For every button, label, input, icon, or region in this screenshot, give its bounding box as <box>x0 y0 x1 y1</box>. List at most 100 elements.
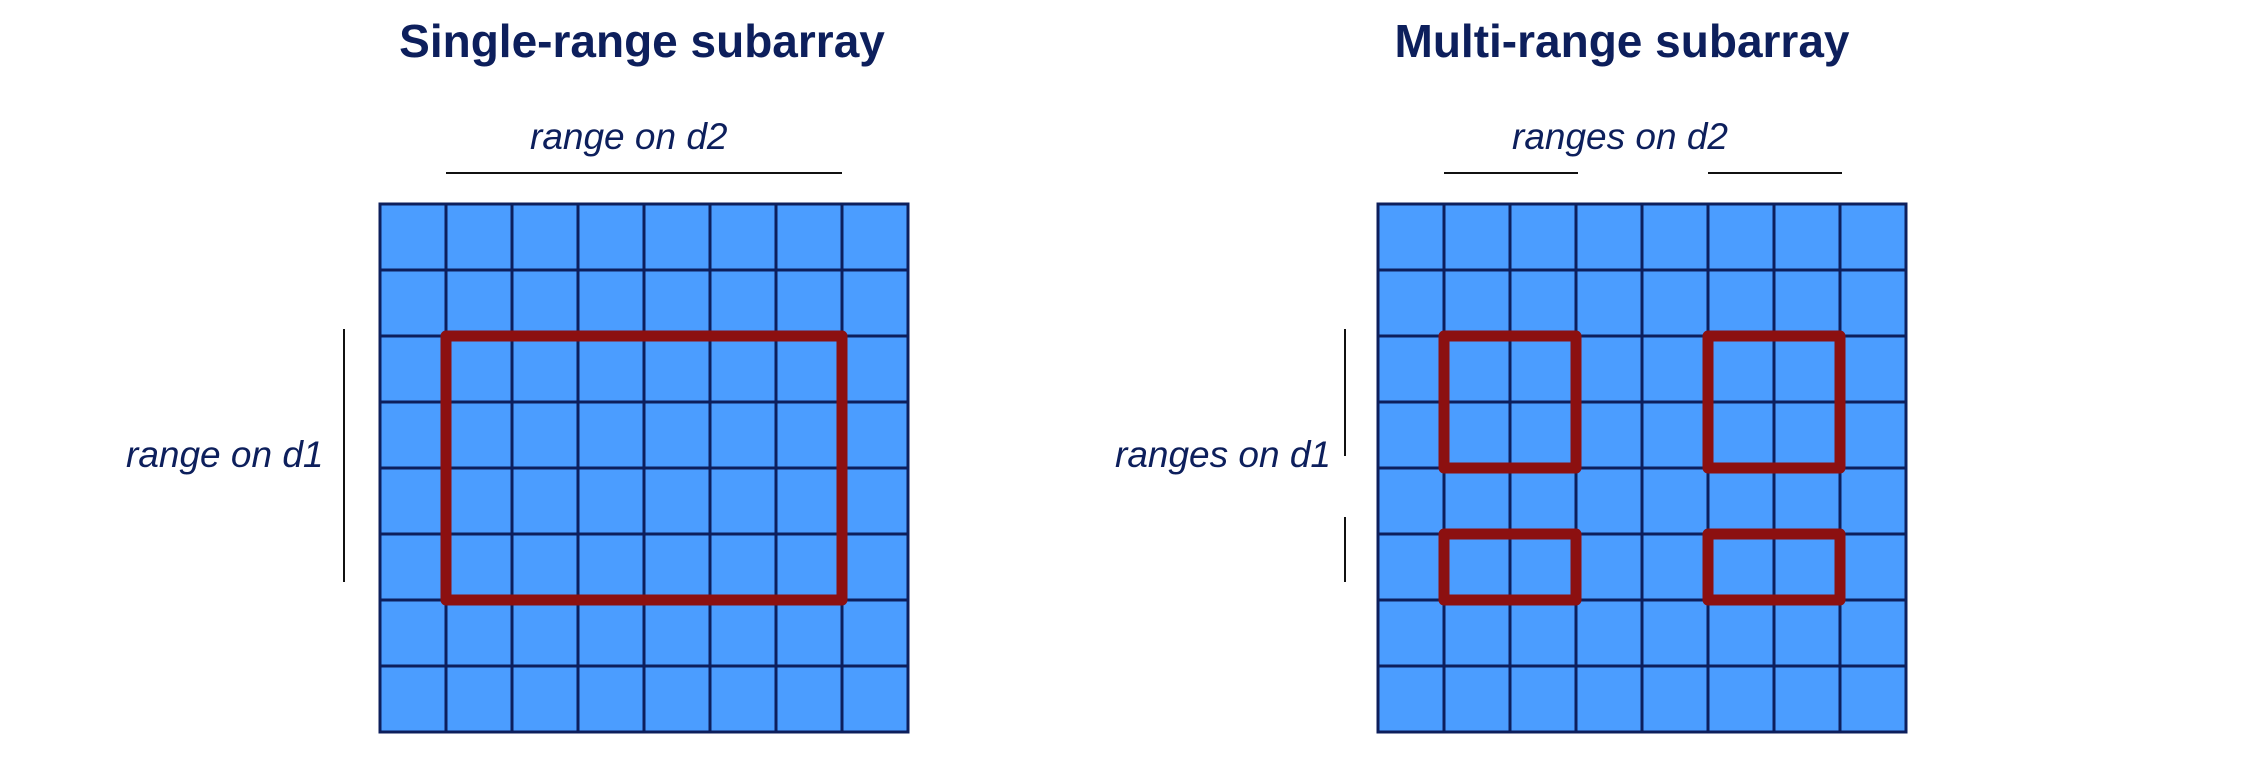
grid-cell <box>1508 532 1578 602</box>
grid-cell <box>840 532 910 602</box>
grid-cell <box>1706 400 1776 470</box>
grid-cell <box>444 466 514 536</box>
grid-cell <box>1508 466 1578 536</box>
grid-cell <box>378 202 448 272</box>
grid-cell <box>576 532 646 602</box>
grid-cell <box>510 466 580 536</box>
side-label-single-range: range on d1 <box>126 434 324 475</box>
grid-cell <box>774 664 844 734</box>
grid-cell <box>1376 466 1446 536</box>
grid-cell <box>1376 400 1446 470</box>
grid-cell <box>774 598 844 668</box>
grid-cell <box>1508 664 1578 734</box>
grid-cell <box>840 334 910 404</box>
grid-cell <box>1640 334 1710 404</box>
grid-cell <box>444 664 514 734</box>
grid-cell <box>1706 532 1776 602</box>
grid-cell <box>576 268 646 338</box>
grid-cell <box>1442 334 1512 404</box>
grid-cell <box>1508 202 1578 272</box>
grid-cell <box>1838 334 1908 404</box>
grid-cell <box>510 532 580 602</box>
grid-cell <box>708 466 778 536</box>
grid-cell <box>1772 598 1842 668</box>
grid-cell <box>642 532 712 602</box>
grid-cell <box>642 334 712 404</box>
grid-cell <box>378 268 448 338</box>
grid-cell <box>1640 268 1710 338</box>
grid-cell <box>1838 268 1908 338</box>
grid-cell <box>576 664 646 734</box>
grid-cell <box>840 400 910 470</box>
grid-cell <box>708 598 778 668</box>
grid-cell <box>1640 400 1710 470</box>
grid-cell <box>378 532 448 602</box>
grid-cell <box>1706 598 1776 668</box>
grid-cell <box>510 400 580 470</box>
subarray-range-box <box>440 330 848 606</box>
subarray-range-box <box>1438 528 1582 606</box>
grid-cell <box>1640 598 1710 668</box>
grid-cell <box>378 598 448 668</box>
grid-panel-0 <box>378 202 910 734</box>
grid-cell <box>576 202 646 272</box>
grid-cell <box>1706 268 1776 338</box>
grid-panel-1 <box>1376 202 1908 734</box>
grid-cell <box>1574 598 1644 668</box>
grid-cell <box>1574 334 1644 404</box>
subarray-range-box <box>1438 330 1582 474</box>
grid-cell <box>1838 466 1908 536</box>
grid-cell <box>444 598 514 668</box>
grid-cell <box>708 664 778 734</box>
grid-cell <box>378 334 448 404</box>
top-label-single-range: range on d2 <box>530 116 728 157</box>
grid-cell <box>1508 268 1578 338</box>
grid-cell <box>1838 202 1908 272</box>
grid-cell <box>1376 664 1446 734</box>
grid-cell <box>444 334 514 404</box>
grid-cell <box>1640 202 1710 272</box>
grid-cell <box>576 598 646 668</box>
grid-cell <box>510 202 580 272</box>
grid-cell <box>576 400 646 470</box>
grid-cell <box>1574 202 1644 272</box>
grid-cell <box>1574 400 1644 470</box>
grid-cell <box>576 334 646 404</box>
grid-cell <box>708 532 778 602</box>
grid-cell <box>1706 466 1776 536</box>
grid-cell <box>1706 202 1776 272</box>
grid-cell <box>708 334 778 404</box>
grid-cell <box>1442 532 1512 602</box>
grid-cell <box>1772 466 1842 536</box>
subarray-range-box <box>1702 330 1846 474</box>
panel-title-single-range: Single-range subarray <box>399 15 885 67</box>
grid-cell <box>1838 532 1908 602</box>
grid-cell <box>1376 268 1446 338</box>
grid-cell <box>1574 466 1644 536</box>
grid-cell <box>1376 532 1446 602</box>
grid-cell <box>1640 664 1710 734</box>
grid-cell <box>1508 334 1578 404</box>
grid-cell <box>444 268 514 338</box>
grid-cell <box>642 598 712 668</box>
grid-cell <box>510 334 580 404</box>
grid-cell <box>1772 268 1842 338</box>
grid-cell <box>378 664 448 734</box>
grid-cell <box>840 466 910 536</box>
side-label-multi-range: ranges on d1 <box>1115 434 1332 475</box>
grid-cell <box>510 664 580 734</box>
grid-cell <box>1772 400 1842 470</box>
grid-cell <box>1772 664 1842 734</box>
grid-cell <box>642 268 712 338</box>
grid-cell <box>708 400 778 470</box>
grid-cell <box>642 664 712 734</box>
grid-cell <box>1508 598 1578 668</box>
grid-cell <box>642 400 712 470</box>
grid-cell <box>1838 598 1908 668</box>
grid-cell <box>774 202 844 272</box>
grid-cell <box>774 268 844 338</box>
grid-cell <box>1442 598 1512 668</box>
panel-title-multi-range: Multi-range subarray <box>1394 15 1850 67</box>
